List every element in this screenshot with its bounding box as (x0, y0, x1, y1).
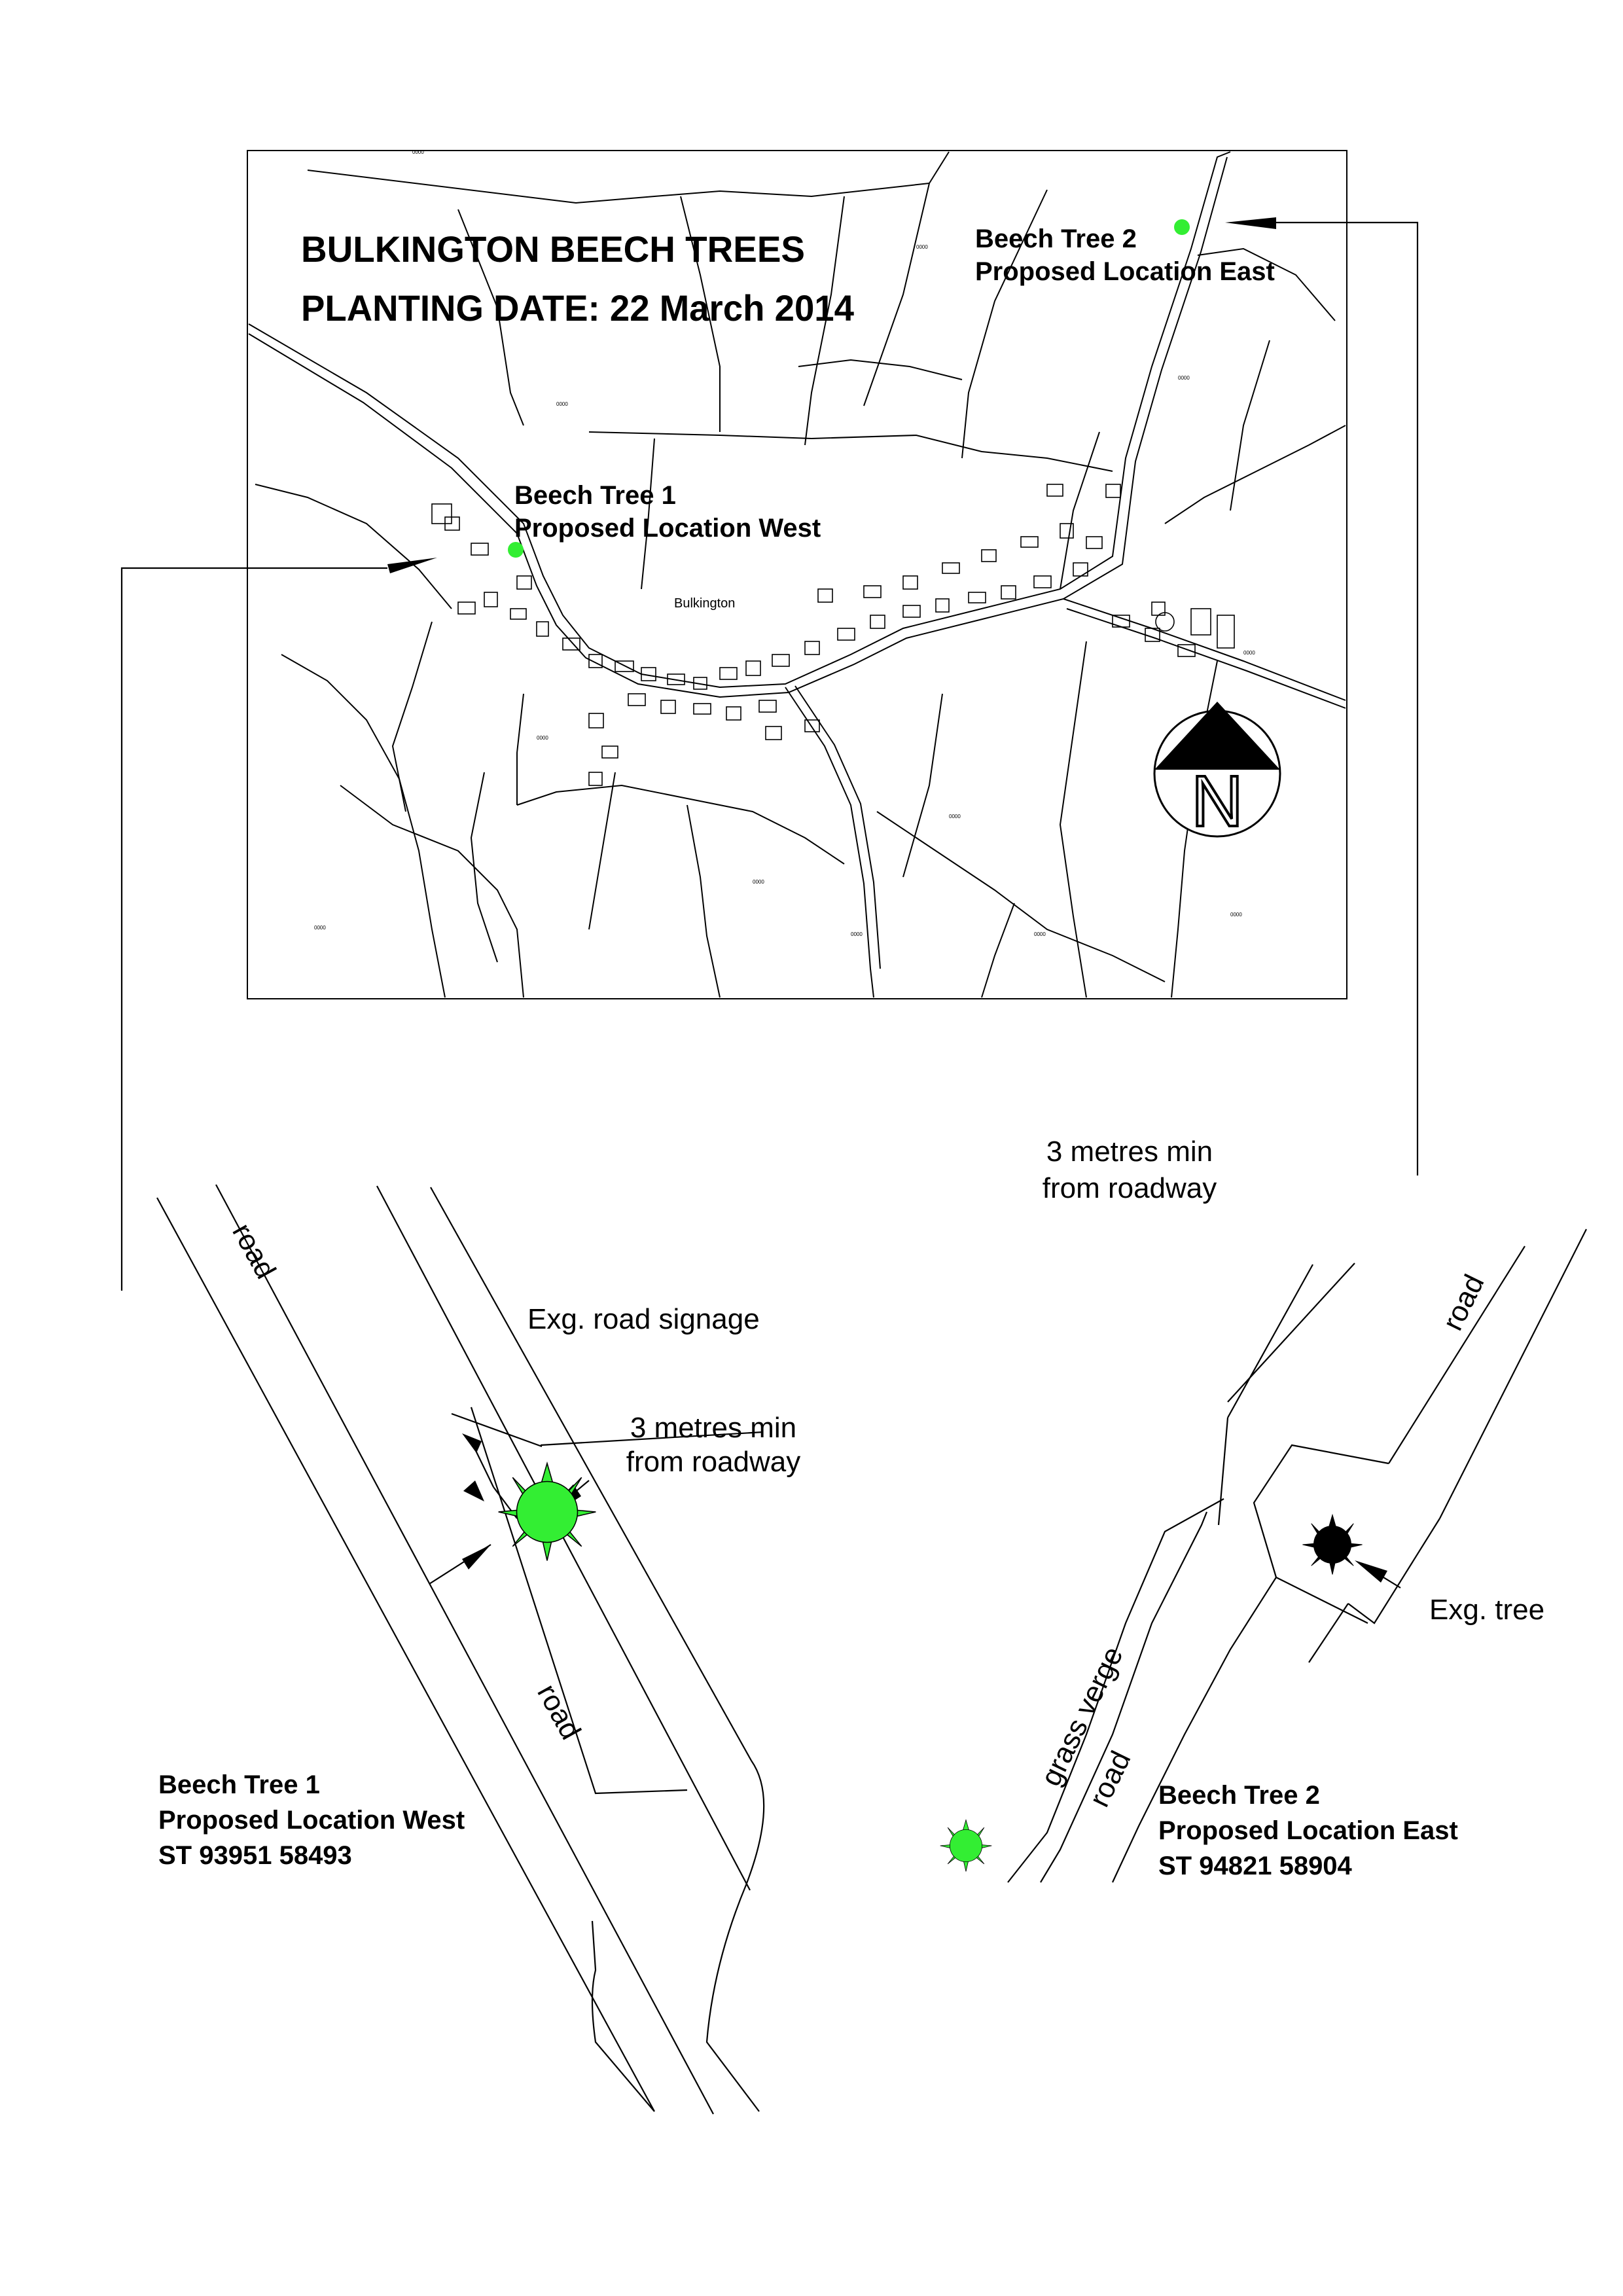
north-letter: N (1191, 761, 1243, 842)
map-title-line2: PLANTING DATE: 22 March 2014 (301, 287, 854, 329)
map-tree2-label-line2: Proposed Location East (975, 257, 1275, 286)
svg-text:0000: 0000 (556, 401, 568, 407)
svg-text:0000: 0000 (916, 244, 928, 250)
east-grid-ref: ST 94821 58904 (1158, 1852, 1353, 1880)
map-tree1-label-line1: Beech Tree 1 (514, 481, 676, 510)
west-signage-label: Exg. road signage (527, 1303, 760, 1335)
west-road-label-1: road (226, 1218, 282, 1284)
west-distance-line1: 3 metres min (630, 1412, 796, 1444)
east-distance-line2: from roadway (1043, 1172, 1217, 1204)
svg-text:0000: 0000 (314, 925, 326, 931)
svg-text:0000: 0000 (537, 735, 548, 741)
east-road-label-1: road (1436, 1270, 1491, 1336)
east-distance-line1: 3 metres min (1046, 1136, 1213, 1168)
west-title-line2: Proposed Location West (158, 1806, 465, 1835)
east-title-line1: Beech Tree 2 (1158, 1781, 1320, 1810)
east-exg-tree-arrow (1355, 1560, 1401, 1588)
east-road-label-2: road (1083, 1746, 1137, 1812)
map-tiny-labels: 0000 0000 0000 0000 0000 0000 0000 0000 0000 0… (314, 149, 1255, 937)
map-field-boundaries (248, 151, 1346, 998)
map-village-label: Bulkington (674, 596, 735, 611)
map-frame (247, 150, 1347, 999)
map-tree2-label-line1: Beech Tree 2 (975, 224, 1137, 253)
east-proposed-tree (940, 1820, 992, 1872)
east-exg-tree-label: Exg. tree (1429, 1594, 1544, 1626)
map-tree1-label-line2: Proposed Location West (514, 514, 821, 543)
map-title-line1: BULKINGTON BEECH TREES (301, 228, 805, 270)
detail-east: 3 metres min from roadway road grass ver… (940, 1136, 1587, 1883)
map-arrow-tree2 (1225, 217, 1276, 229)
svg-text:0000: 0000 (1034, 931, 1046, 937)
location-map: 0000 0000 0000 0000 0000 0000 0000 0000 0000 0… (247, 149, 1347, 999)
north-arrow: N (1153, 702, 1281, 843)
svg-text:0000: 0000 (1243, 650, 1255, 656)
leader-line-east (1276, 221, 1419, 1175)
svg-text:0000: 0000 (851, 931, 863, 937)
west-grid-ref: ST 93951 58493 (158, 1841, 352, 1870)
svg-text:0000: 0000 (949, 814, 961, 819)
east-existing-tree (1302, 1514, 1363, 1575)
svg-text:0000: 0000 (1230, 912, 1242, 918)
west-road-label-2: road (531, 1679, 587, 1745)
west-title-line1: Beech Tree 1 (158, 1770, 320, 1799)
village-buildings (431, 484, 1235, 786)
map-tree1-marker (508, 542, 524, 558)
map-tree2-marker (1174, 219, 1190, 235)
svg-text:0000: 0000 (412, 149, 424, 155)
map-arrow-tree1 (387, 558, 437, 573)
detail-west: road road Exg. road signage 3 metres min… (156, 1184, 801, 2115)
west-distance-line2: from roadway (626, 1446, 801, 1478)
east-title-line2: Proposed Location East (1158, 1816, 1458, 1845)
svg-text:0000: 0000 (753, 879, 764, 885)
leader-line-west (120, 567, 387, 1291)
svg-text:0000: 0000 (1178, 375, 1190, 381)
west-proposed-tree (497, 1462, 597, 1562)
